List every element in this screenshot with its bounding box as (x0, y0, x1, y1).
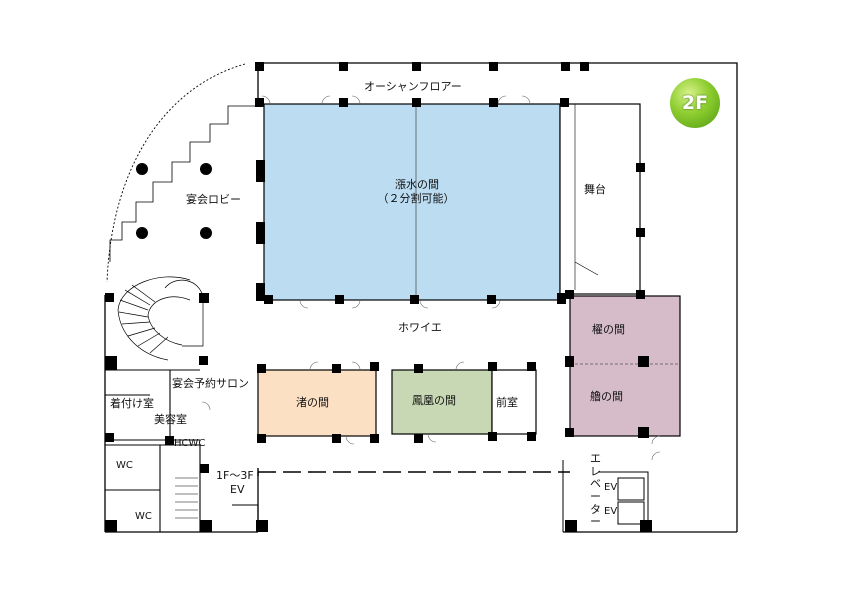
stage-area (559, 103, 641, 295)
label-ev-short: EV (230, 483, 245, 496)
floor-badge-2f: 2F (670, 78, 720, 128)
label-ev-1: EV (604, 482, 618, 493)
label-hoo: 鳳凰の間 (412, 394, 456, 407)
service-walls (105, 369, 259, 532)
label-hcwc: HCWC (174, 438, 206, 449)
label-nagisa: 渚の間 (296, 396, 329, 409)
stepped-wall (109, 105, 256, 262)
label-foyer: ホワイエ (398, 321, 442, 334)
label-room-kai: 櫂の間 (592, 323, 625, 336)
label-anteroom: 前室 (496, 396, 518, 409)
room-anteroom (491, 369, 537, 435)
label-reservation-salon: 宴会予約サロン (172, 377, 249, 390)
label-ocean-floor: オーシャンフロアー (364, 80, 462, 93)
label-main-hall: 漲水の間 (395, 178, 439, 191)
label-room-ro: 艪の間 (590, 390, 623, 403)
room-kai (569, 295, 681, 437)
room-hoo (391, 369, 493, 435)
label-beauty-salon: 美容室 (154, 413, 187, 426)
room-nagisa (257, 369, 377, 437)
label-wc-2: WC (135, 511, 152, 522)
spiral-stair (117, 276, 204, 361)
label-elevator: エレベーター (590, 452, 601, 529)
label-wc-1: WC (116, 460, 133, 471)
service-stair (175, 477, 198, 519)
label-stage: 舞台 (584, 183, 606, 196)
elevator-hall (562, 460, 649, 532)
lobby-pillars (136, 163, 212, 239)
label-dressing-room: 着付け室 (110, 397, 154, 410)
label-main-hall-note: （２分割可能） (377, 192, 455, 205)
label-ev-2: EV (604, 506, 618, 517)
label-lobby: 宴会ロビー (186, 193, 241, 206)
label-ev-floors: 1F～3F (216, 469, 254, 482)
columns (105, 62, 652, 532)
terrace-curve (106, 63, 246, 283)
door-swings (201, 95, 661, 461)
